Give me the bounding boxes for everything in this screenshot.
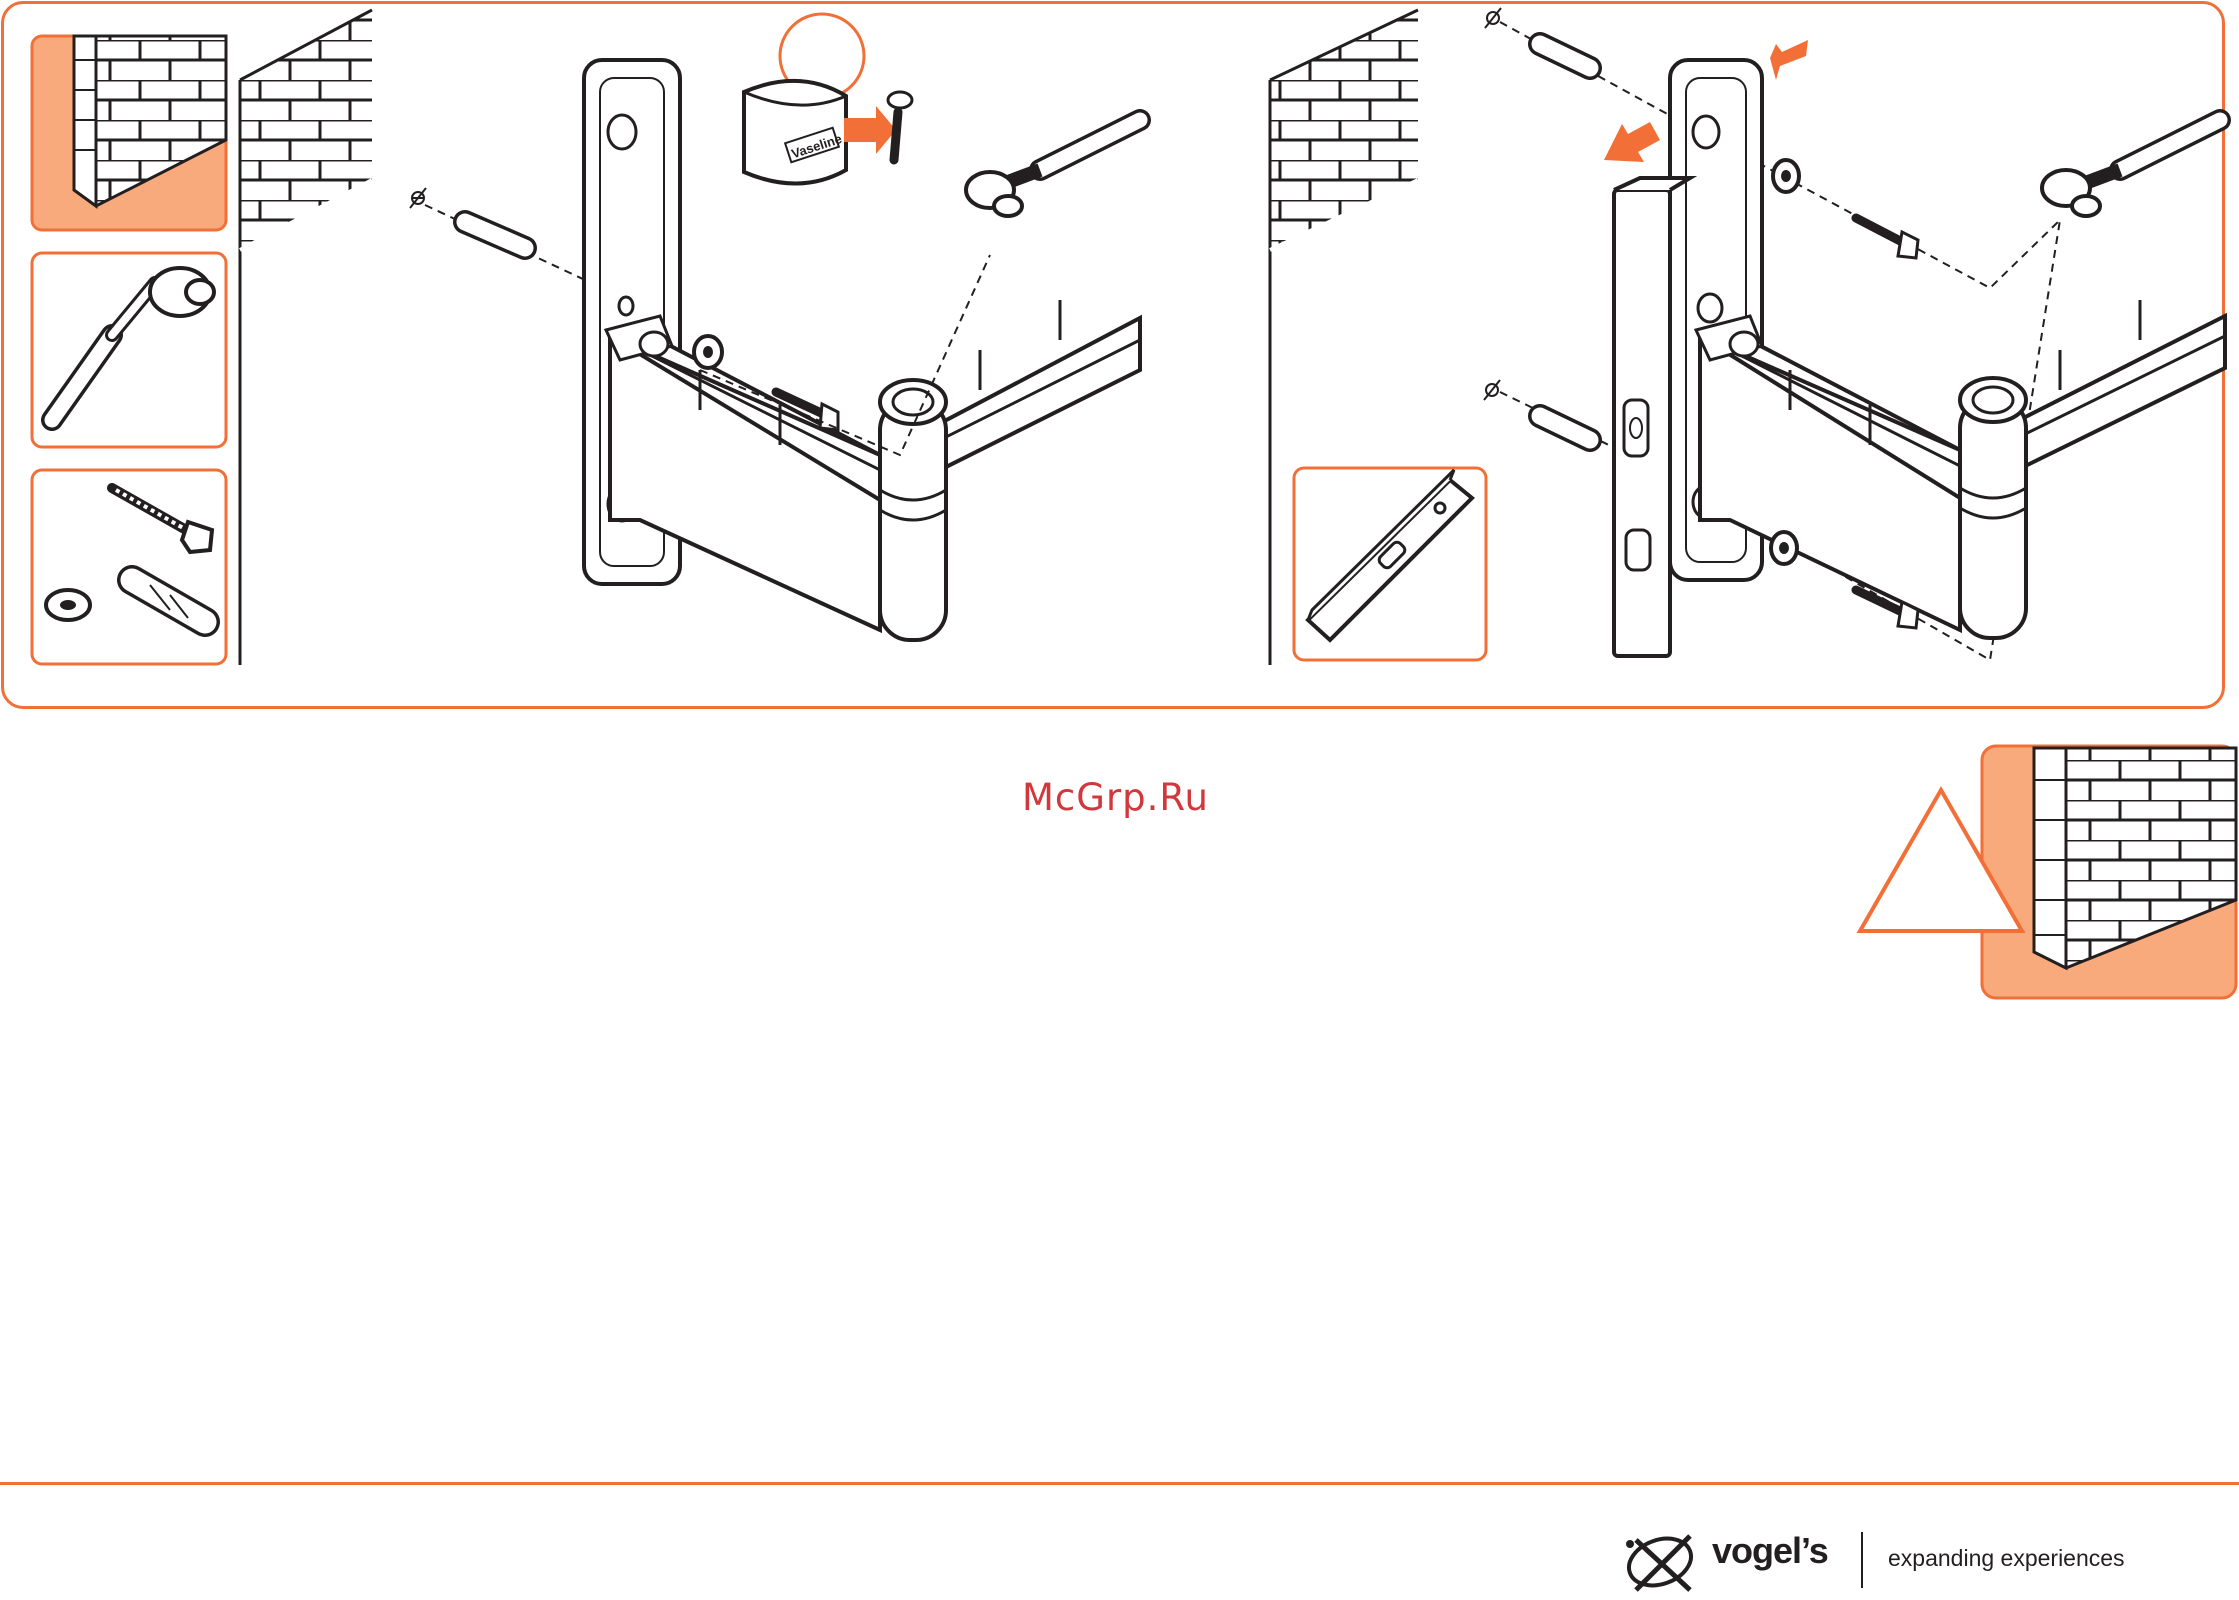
socket-wrench-icon bbox=[966, 120, 1140, 216]
socket-wrench-icon bbox=[2042, 120, 2220, 216]
brand-name: vogel’s bbox=[1712, 1530, 1828, 1572]
wrench-card bbox=[32, 253, 226, 447]
warning-card bbox=[1982, 746, 2236, 998]
brand-block: vogel’s expanding experiences bbox=[1624, 1524, 2144, 1594]
wall-plug-icon bbox=[1540, 416, 1590, 440]
spirit-level-card bbox=[1294, 468, 1486, 660]
drill-mark-bottom bbox=[1484, 380, 1500, 400]
watermark-text: McGrp.Ru bbox=[1022, 776, 1209, 819]
drill-mark-top bbox=[1485, 8, 1501, 28]
arrow-icon bbox=[844, 106, 896, 154]
tv-arm-left bbox=[606, 300, 1140, 640]
screw-icon bbox=[1856, 218, 1918, 258]
hardware-card bbox=[32, 470, 226, 664]
wall-plug-icon bbox=[465, 222, 525, 248]
wall-type-card bbox=[32, 36, 226, 230]
washer-icon bbox=[1773, 160, 1799, 192]
arrow-icon bbox=[1770, 40, 1808, 80]
drill-mark-top bbox=[410, 188, 426, 208]
arrow-icon bbox=[1604, 122, 1660, 162]
lubricate-step: Vaseline bbox=[744, 14, 912, 184]
washer-icon bbox=[46, 590, 90, 620]
brand-tagline: expanding experiences bbox=[1888, 1545, 2125, 1572]
vaseline-jar-icon: Vaseline bbox=[744, 81, 846, 184]
wall-plug-icon bbox=[1540, 44, 1590, 68]
tv-arm-right bbox=[1696, 300, 2225, 638]
washer-icon bbox=[1771, 532, 1797, 564]
footer-divider bbox=[0, 1482, 2239, 1485]
brand-separator bbox=[1861, 1532, 1863, 1588]
brick-wall-left bbox=[240, 10, 372, 665]
washer-icon bbox=[694, 336, 722, 368]
